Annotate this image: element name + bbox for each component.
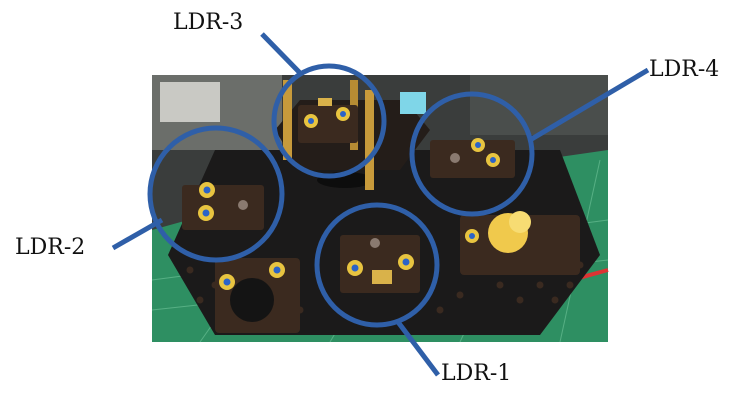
callout-label-ldr3: LDR-3 [173,10,244,35]
callout-label-ldr4: LDR-4 [649,57,720,82]
plate-hole [317,172,373,188]
push-button-module [460,211,580,275]
ldr-sensor-module-4 [430,138,515,178]
standoff [365,90,374,190]
buzzer-module [215,258,300,333]
bench-object [470,75,608,135]
standoff [283,80,292,160]
ldr-sensor-module-1 [340,235,420,293]
sensor-block [400,92,426,114]
callout-label-ldr1: LDR-1 [441,361,512,386]
bench-object [160,82,220,122]
ldr-sensor-module-2 [182,182,264,230]
callout-label-ldr2: LDR-2 [15,235,86,260]
